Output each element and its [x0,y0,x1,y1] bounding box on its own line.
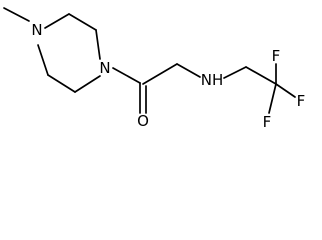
molecule-structure: N N O NH F F F [3,7,306,131]
bond-n-carbonyl [112,67,141,84]
bond-ch2-nh [176,63,201,78]
bond-ring-right-upper [95,29,101,60]
atom-label-oxygen: O [137,112,149,130]
bond-nh-ch2 [223,66,247,79]
atom-label-f-right: F [297,92,306,110]
atom-label-f-bottom: F [263,113,272,131]
atom-label-nh: NH [201,71,224,89]
bond-methyl [3,7,30,22]
bond-c-f-right [275,83,296,98]
bond-c-f-bottom [268,83,277,114]
bond-ring-top [68,13,97,31]
bond-ring-left-lower [37,44,49,76]
bond-ring-bottom [47,74,76,93]
bond-ring-n1-c-upper-left [44,13,70,29]
bond-ring-n4-c-lower-right [74,75,101,93]
bond-carbonyl-ch2 [142,63,178,85]
atom-label-f-top: F [272,47,281,65]
bond-ch2-cf3 [245,66,277,85]
atom-label-n-amide: N [99,59,110,77]
atom-label-n-methyl: N [31,21,42,39]
